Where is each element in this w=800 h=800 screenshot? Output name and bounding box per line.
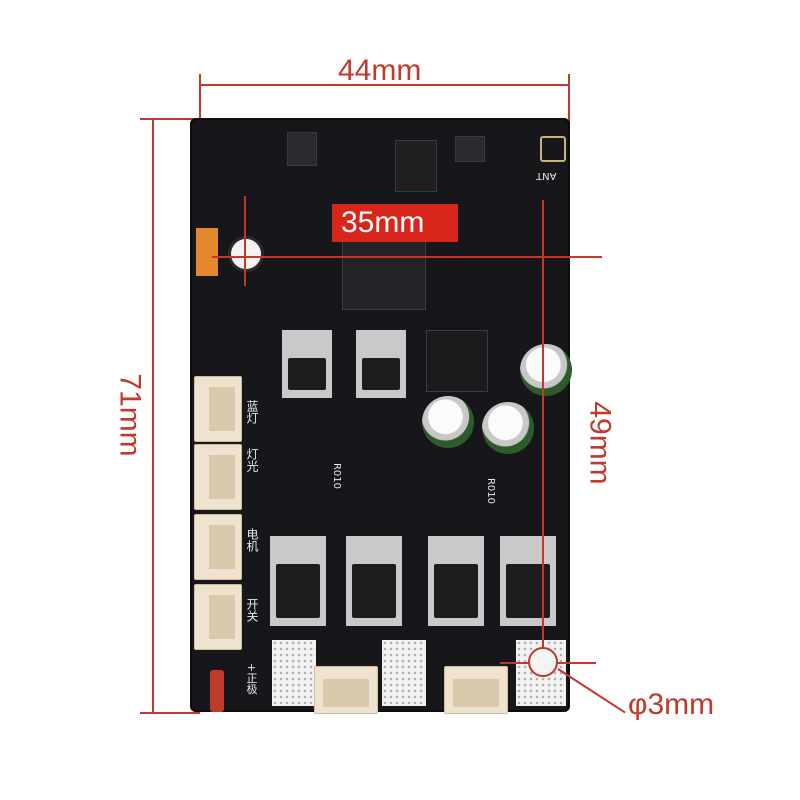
antenna-connector xyxy=(540,136,566,162)
height-dimension-tick-top xyxy=(140,118,200,120)
connector-1 xyxy=(194,376,242,442)
width-dimension-tick-right xyxy=(568,74,570,124)
capacitor-1 xyxy=(520,344,572,396)
inner-width-label-box xyxy=(332,204,458,242)
width-dimension-line xyxy=(200,84,570,86)
power-wire xyxy=(210,670,224,712)
mosfet-bottom-2 xyxy=(346,536,402,626)
connector-4 xyxy=(194,584,242,650)
label-light: 灯光 xyxy=(245,448,259,472)
mosfet-bottom-4 xyxy=(500,536,556,626)
mosfet-top-2 xyxy=(356,330,406,398)
pcb-board: ANT R010 R010 蓝灯 灯光 电机 开关 +正极 xyxy=(190,118,572,714)
mosfet-bottom-3 xyxy=(428,536,484,626)
pad-field-2 xyxy=(382,640,426,706)
inner-height-line xyxy=(542,200,544,666)
main-mcu-chip xyxy=(342,236,426,310)
connector-bottom-1 xyxy=(314,666,378,714)
orange-header xyxy=(196,228,218,276)
label-positive: +正极 xyxy=(245,663,258,695)
height-dimension-line xyxy=(152,118,154,714)
capacitor-3 xyxy=(482,402,534,454)
hole-diameter-label: φ3mm xyxy=(628,688,715,721)
label-motor: 电机 xyxy=(245,528,259,552)
height-dimension-tick-bottom xyxy=(140,712,200,714)
mounting-hole-marker xyxy=(528,647,558,677)
qfp-chip-top xyxy=(395,140,437,192)
width-dimension-label: 44mm xyxy=(338,54,422,87)
mcu-chip-small xyxy=(287,132,317,166)
mosfet-top-1 xyxy=(282,330,332,398)
dip-chip xyxy=(426,330,488,392)
connector-bottom-2 xyxy=(444,666,508,714)
antenna-label: ANT xyxy=(536,170,557,181)
inner-width-line xyxy=(212,256,602,258)
width-dimension-tick-left xyxy=(199,74,201,124)
resistor-label-1: R010 xyxy=(331,462,343,490)
inner-width-tick-left xyxy=(244,196,246,286)
ic-chip-top-right xyxy=(455,136,485,162)
capacitor-2 xyxy=(422,396,474,448)
connector-2 xyxy=(194,444,242,510)
connector-3 xyxy=(194,514,242,580)
mounting-hole-top xyxy=(228,236,264,272)
resistor-label-2: R010 xyxy=(485,477,497,505)
inner-height-label: 49mm xyxy=(583,401,617,485)
inner-width-label: 35mm xyxy=(341,206,425,239)
mosfet-bottom-1 xyxy=(270,536,326,626)
height-dimension-label: 71mm xyxy=(113,373,147,457)
label-switch: 开关 xyxy=(245,598,259,622)
label-blue-light: 蓝灯 xyxy=(245,400,259,424)
pad-field-1 xyxy=(272,640,316,706)
